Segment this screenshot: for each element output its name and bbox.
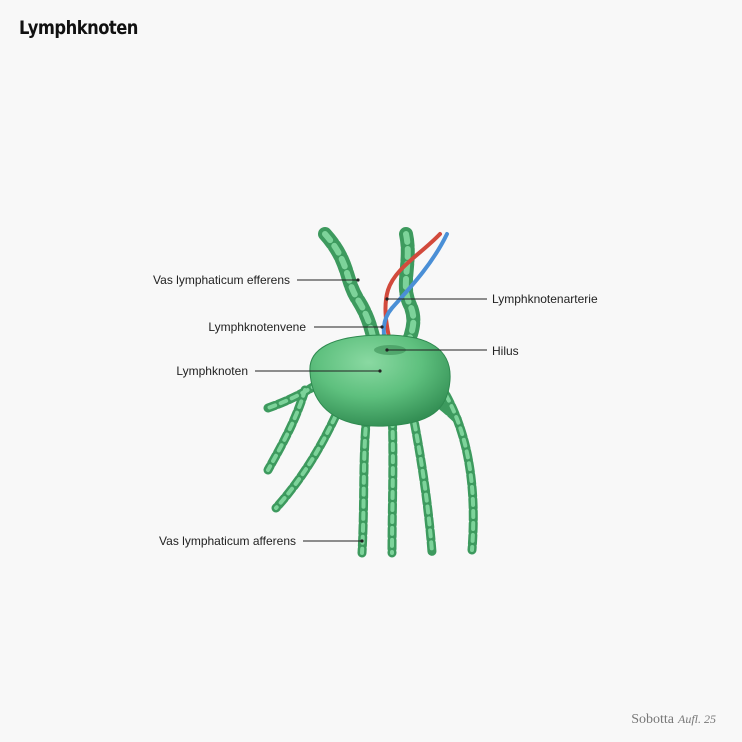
footer: Sobotta Aufl. 25 [631, 712, 716, 728]
label-afferent: Vas lymphaticum afferens [159, 534, 296, 548]
artery [383, 232, 442, 354]
lymph-node-body [309, 334, 451, 427]
label-artery: Lymphknotenarterie [492, 292, 598, 306]
label-efferent: Vas lymphaticum efferens [153, 273, 290, 287]
label-vein: Lymphknotenvene [208, 320, 306, 334]
page-title: Lymphknoten [19, 17, 138, 39]
leader-lines [255, 278, 487, 543]
footer-edition: Aufl. 25 [678, 712, 716, 726]
label-hilus: Hilus [492, 344, 519, 358]
efferent-vessels [318, 227, 421, 359]
footer-brand: Sobotta [631, 712, 674, 727]
label-node: Lymphknoten [176, 364, 248, 378]
